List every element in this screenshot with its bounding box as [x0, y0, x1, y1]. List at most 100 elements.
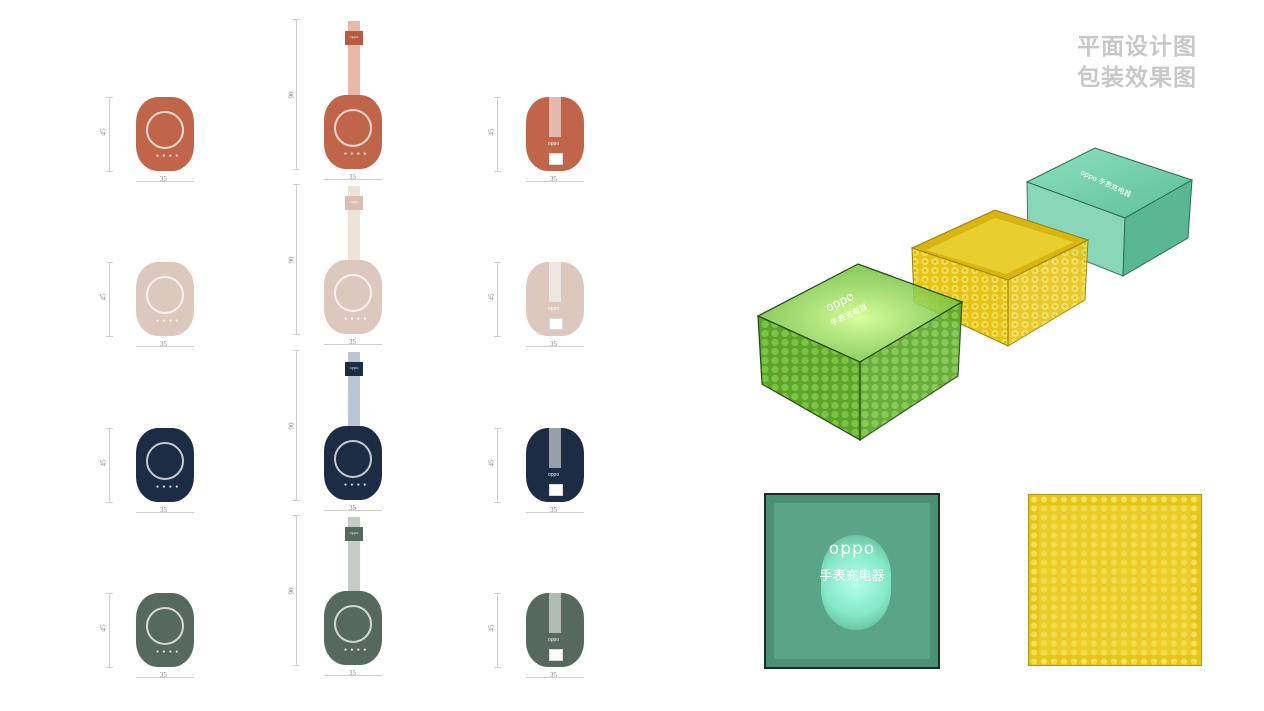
width-label: 35 — [349, 173, 356, 181]
height-label: 45 — [487, 624, 496, 632]
width-label: 35 — [160, 671, 167, 679]
strap-tag: oppo — [345, 31, 363, 45]
dim-tick — [293, 169, 300, 170]
charging-ring — [334, 109, 372, 147]
back-stripe — [549, 262, 561, 302]
dim-tick — [293, 515, 300, 516]
width-dimension-line — [526, 181, 584, 182]
height-label: 45 — [99, 293, 108, 301]
dim-tick — [106, 428, 113, 429]
teal-box: oppo 手表充电器 — [1025, 147, 1194, 277]
strap-tag: oppo — [345, 196, 363, 210]
height-dimension-line — [296, 515, 297, 665]
width-dimension-line — [136, 181, 194, 182]
dim-tick — [106, 97, 113, 98]
strap-tag: oppo — [345, 527, 363, 541]
title-line-1: 平面设计图 — [1077, 34, 1197, 60]
charger-back-body: oppo — [526, 97, 584, 171]
charger-body: ● ● ● ● — [136, 97, 194, 171]
dim-tick — [494, 336, 501, 337]
indicator-dots: ● ● ● ● — [344, 151, 368, 157]
height-label: 45 — [99, 128, 108, 136]
width-dimension-line — [324, 344, 382, 345]
height-dimension-line — [497, 262, 498, 336]
height-dimension-line — [296, 350, 297, 500]
top-view-brand: oppo — [828, 539, 876, 559]
green-box: oppo 手表充电器 — [756, 263, 964, 442]
charger-body: ● ● ● ● — [324, 426, 382, 500]
charger-with-strap-sage: 90 oppo ● ● ● ● 35 — [288, 515, 398, 695]
dim-tick — [293, 500, 300, 501]
width-label: 35 — [550, 340, 557, 348]
strap-tag: oppo — [345, 362, 363, 376]
height-dimension-line — [109, 97, 110, 171]
height-label: 45 — [487, 128, 496, 136]
dim-tick — [106, 262, 113, 263]
dim-tick — [494, 667, 501, 668]
dim-tick — [106, 336, 113, 337]
width-dimension-line — [324, 675, 382, 676]
height-dimension-line — [497, 593, 498, 667]
height-label: 90 — [287, 91, 296, 99]
dim-tick — [293, 350, 300, 351]
charger-body: ● ● ● ● — [136, 262, 194, 336]
height-label: 45 — [99, 459, 108, 467]
width-label: 35 — [160, 175, 167, 183]
width-label: 35 — [550, 671, 557, 679]
height-label: 90 — [287, 587, 296, 595]
width-label: 35 — [160, 506, 167, 514]
dim-tick — [293, 184, 300, 185]
dim-tick — [494, 502, 501, 503]
charging-ring — [146, 276, 184, 314]
yellow-box — [910, 209, 1090, 347]
back-window — [549, 484, 563, 496]
back-stripe — [549, 428, 561, 468]
height-dimension-line — [109, 262, 110, 336]
indicator-dots: ● ● ● ● — [344, 482, 368, 488]
charging-ring — [334, 440, 372, 478]
back-brand: oppo — [548, 306, 560, 312]
width-dimension-line — [324, 179, 382, 180]
dim-tick — [293, 665, 300, 666]
charger-body: ● ● ● ● — [324, 591, 382, 665]
charging-ring — [146, 111, 184, 149]
indicator-dots: ● ● ● ● — [156, 484, 180, 490]
dim-tick — [494, 262, 501, 263]
dim-tick — [494, 593, 501, 594]
indicator-dots: ● ● ● ● — [344, 647, 368, 653]
charger-body: ● ● ● ● — [324, 95, 382, 169]
indicator-dots: ● ● ● ● — [344, 316, 368, 322]
charger-front-sage: 45● ● ● ●35 — [100, 593, 200, 693]
width-label: 35 — [349, 504, 356, 512]
width-label: 35 — [349, 669, 356, 677]
charger-body: ● ● ● ● — [324, 260, 382, 334]
flat-design-grid: 45 ● ● ● ● 35 90 oppo ● ● ● ● 35 45 oppo 35 45 ● ● … — [99, 19, 588, 695]
width-label: 35 — [349, 338, 356, 346]
yellow-box-top-view — [1028, 494, 1202, 666]
back-brand: oppo — [548, 637, 560, 643]
width-label: 35 — [160, 340, 167, 348]
height-dimension-line — [296, 184, 297, 334]
width-dimension-line — [136, 346, 194, 347]
back-stripe — [549, 593, 561, 633]
charger-body: ● ● ● ● — [136, 593, 194, 667]
indicator-dots: ● ● ● ● — [156, 318, 180, 324]
top-view-product: 手表充电器 — [819, 569, 885, 584]
width-dimension-line — [136, 677, 194, 678]
charging-ring — [334, 605, 372, 643]
title-line-2: 包装效果图 — [1077, 65, 1197, 91]
charger-front-terracotta: 45 ● ● ● ● 35 — [100, 97, 200, 197]
charger-front-navy: 45 ● ● ● ● 35 — [100, 428, 200, 528]
height-dimension-line — [109, 593, 110, 667]
charging-ring — [146, 607, 184, 645]
charger-back-body: oppo — [526, 593, 584, 667]
back-brand: oppo — [548, 472, 560, 478]
page-title: 平面设计图 包装效果图 — [1077, 32, 1197, 94]
back-stripe — [549, 97, 561, 137]
back-window — [549, 649, 563, 661]
dim-tick — [293, 19, 300, 20]
dim-tick — [106, 593, 113, 594]
